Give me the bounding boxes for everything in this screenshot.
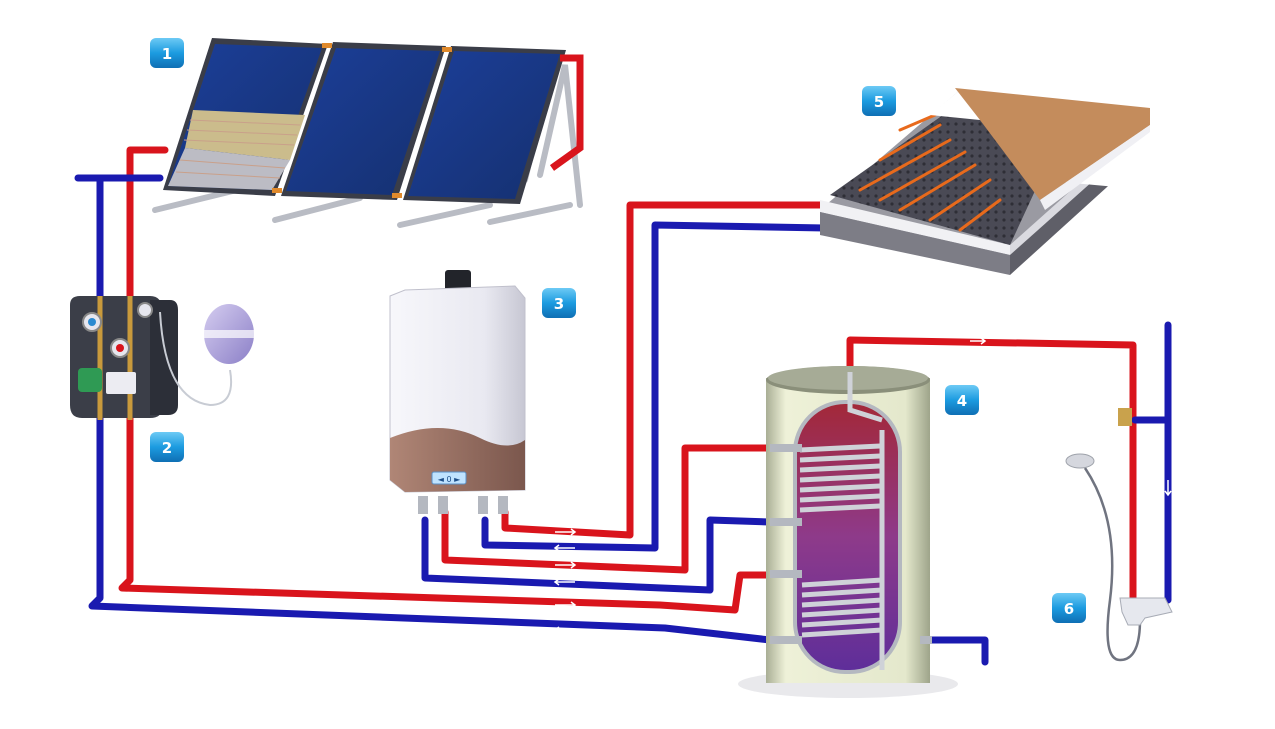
pipes [74,146,1172,666]
floor-heating: 5 [820,86,1150,275]
badge-label: 3 [554,295,564,313]
badge-6: 6 [1052,593,1086,623]
hot-water-pipe [846,336,1137,602]
badge-4: 4 [945,385,979,415]
expansion-vessel [204,304,254,364]
badge-label: 2 [162,439,172,457]
shower: 6 [1052,408,1173,662]
badge-3: 3 [542,288,576,318]
floor-supply-pipe [501,201,829,539]
badge-2: 2 [150,432,184,462]
boiler-tank-supply-pipe [441,444,774,574]
solar-return-pipe [74,174,774,644]
badge-1: 1 [150,38,184,68]
storage-tank: 4 [738,366,979,698]
tank-outlet-pipe [926,636,989,666]
badge-label: 1 [162,45,172,63]
badge-5: 5 [862,86,896,116]
solar-supply-pipe [118,146,774,614]
badge-label: 5 [874,93,884,111]
boiler: ◄ 0 ► 3 [389,270,576,514]
solar-collectors: 1 [150,38,584,228]
floor-return-pipe [481,221,829,552]
badge-label: 6 [1064,600,1074,618]
boiler-display: ◄ 0 ► [438,475,461,484]
boiler-tank-return-pipe [421,516,774,594]
flow-arrows [553,337,1172,634]
pump-station: 2 [70,296,254,462]
badge-label: 4 [957,392,967,410]
